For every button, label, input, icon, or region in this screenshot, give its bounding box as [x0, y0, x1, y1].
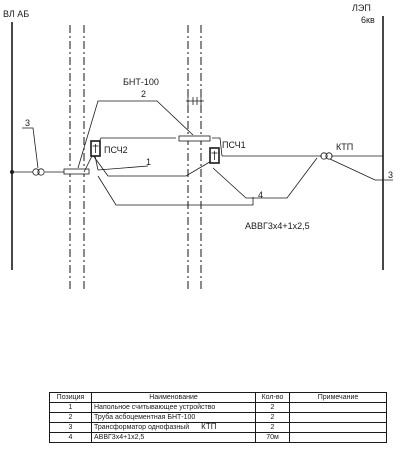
pipe-left: [63, 168, 90, 175]
table-row: 3 Трансформатор однофазный КТП 2: [49, 422, 387, 433]
header-note: Примечание: [289, 392, 387, 403]
pos2-label: 2: [141, 89, 146, 99]
header-qty: Кол-во: [255, 392, 290, 403]
row-name: Труба асбоцементная БНТ-100: [91, 412, 256, 423]
transformer-left-icon-2: [37, 168, 45, 176]
header-position: Позиция: [49, 392, 92, 403]
row-qty: 70м: [255, 432, 290, 443]
row-note: [289, 422, 387, 433]
transformer-left-icon: [32, 168, 40, 176]
device-psch2-label: ПСЧ2: [104, 145, 128, 155]
right-line-label-top: ЛЭП: [352, 3, 371, 13]
row-note: [289, 412, 387, 423]
leader-pos4: [97, 175, 254, 206]
row-qty: 2: [255, 422, 290, 433]
cable-to-psch1: [212, 137, 223, 157]
row-name-extra: КТП: [201, 422, 217, 431]
right-line-label-bottom: 6кв: [361, 15, 375, 25]
device-psch1-label: ПСЧ1: [222, 140, 246, 150]
cable-to-psch2: [83, 137, 176, 173]
table-row: 1 Напольное считывающее устройство 2: [49, 402, 387, 413]
table-header-row: Позиция Наименование Кол-во Примечание: [49, 392, 387, 403]
substation-label: КТП: [336, 142, 353, 152]
header-name: Наименование: [91, 392, 256, 403]
leader-pos1: [94, 155, 149, 171]
leader-pos3-left: [22, 127, 39, 169]
row-name: Трансформатор однофазный КТП: [91, 422, 256, 433]
left-junction-dot: [10, 170, 14, 174]
row-qty: 2: [255, 402, 290, 413]
cable-spec-label: АВВГ3х4+1х2,5: [245, 221, 310, 231]
row-name: АВВГ3х4+1х2,5: [91, 432, 256, 443]
row-qty: 2: [255, 412, 290, 423]
pipe-label: БНТ-100: [123, 77, 159, 87]
pos4-label: 4: [258, 190, 263, 200]
row-position: 3: [49, 422, 92, 433]
row-name: Напольное считывающее устройство: [91, 402, 256, 413]
row-name-text: Трансформатор однофазный: [94, 424, 190, 431]
row-position: 4: [49, 432, 92, 443]
pipe-right: [178, 135, 211, 142]
leader-pos2: [77, 100, 194, 169]
specification-table: Позиция Наименование Кол-во Примечание 1…: [49, 392, 387, 443]
cable-route-pos1: [91, 153, 214, 177]
row-note: [289, 402, 387, 413]
row-note: [289, 432, 387, 443]
table-row: 2 Труба асбоцементная БНТ-100 2: [49, 412, 387, 423]
leader-pos3-right: [329, 158, 393, 181]
row-position: 1: [49, 402, 92, 413]
row-position: 2: [49, 412, 92, 423]
table-row: 4 АВВГ3х4+1х2,5 70м: [49, 432, 387, 443]
pos1-label: 1: [146, 157, 151, 167]
transformer-right-icon-2: [325, 152, 333, 160]
left-line-label: ВЛ АБ: [3, 9, 29, 19]
cable-loop-pos4: [212, 157, 318, 199]
pos3-right-label: 3: [388, 170, 393, 180]
transformer-right-icon: [320, 152, 328, 160]
pos3-left-label: 3: [25, 118, 30, 128]
